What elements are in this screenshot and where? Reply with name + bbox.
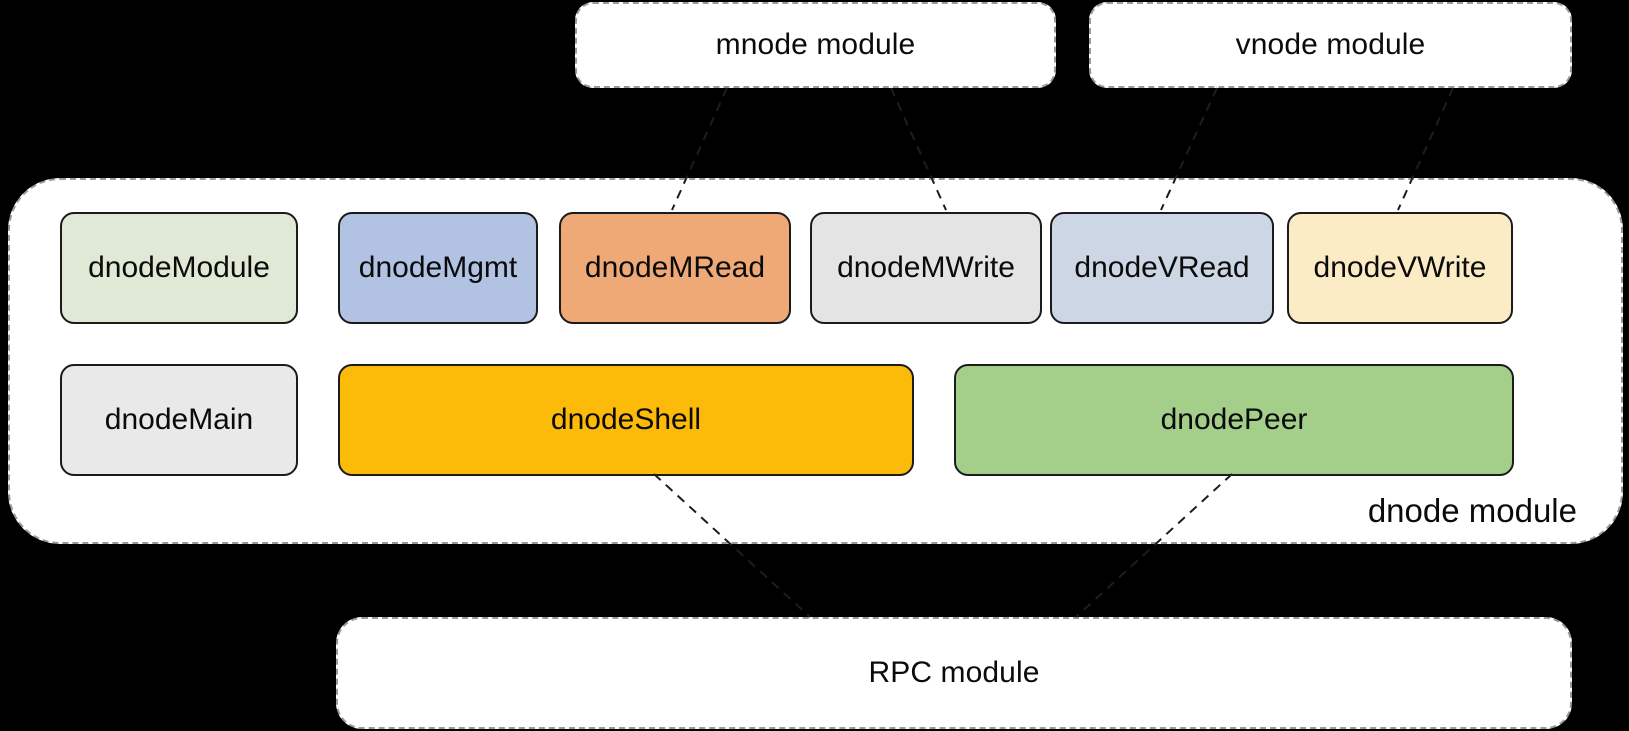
component-dnodeModule[interactable]: dnodeModule — [60, 212, 298, 324]
component-dnodeMWrite[interactable]: dnodeMWrite — [810, 212, 1042, 324]
component-label: dnodeMgmt — [358, 251, 518, 284]
mnode-module-panel[interactable]: mnode module — [575, 2, 1056, 88]
mnode-module-label: mnode module — [715, 28, 916, 61]
component-label: dnodeMWrite — [837, 251, 1015, 284]
component-dnodeMRead[interactable]: dnodeMRead — [559, 212, 791, 324]
component-label: dnodeMRead — [584, 251, 766, 284]
component-dnodeMain[interactable]: dnodeMain — [60, 364, 298, 476]
component-dnodeShell[interactable]: dnodeShell — [338, 364, 914, 476]
component-dnodeMgmt[interactable]: dnodeMgmt — [338, 212, 538, 324]
component-label: dnodeVRead — [1074, 251, 1250, 284]
component-label: dnodeVWrite — [1313, 251, 1487, 284]
component-dnodePeer[interactable]: dnodePeer — [954, 364, 1514, 476]
vnode-module-panel[interactable]: vnode module — [1089, 2, 1572, 88]
component-label: dnodeMain — [104, 403, 254, 436]
rpc-module-panel[interactable]: RPC module — [336, 617, 1572, 729]
dnode-module-panel[interactable]: dnodeModule dnodeMgmt dnodeMRead dnodeMW… — [8, 178, 1623, 544]
component-label: dnodePeer — [1160, 403, 1308, 436]
component-dnodeVRead[interactable]: dnodeVRead — [1050, 212, 1274, 324]
vnode-module-label: vnode module — [1235, 28, 1426, 61]
rpc-module-label: RPC module — [868, 656, 1040, 689]
component-dnodeVWrite[interactable]: dnodeVWrite — [1287, 212, 1513, 324]
component-label: dnodeShell — [550, 403, 702, 436]
component-label: dnodeModule — [88, 251, 270, 284]
dnode-module-label: dnode module — [1367, 492, 1577, 529]
